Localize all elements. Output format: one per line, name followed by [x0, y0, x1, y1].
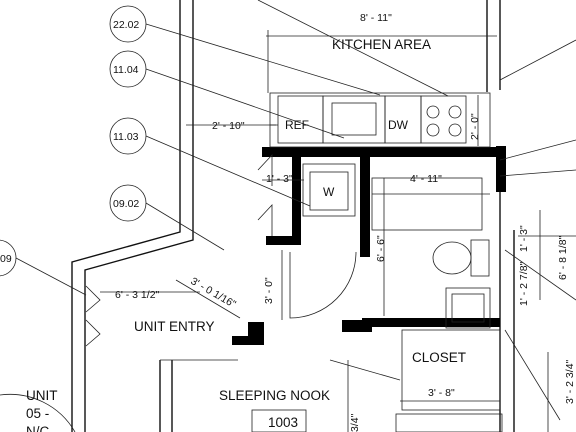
unit-label-line2: 05 - [26, 406, 49, 421]
dim-ref-offset: 2' - 10" [212, 120, 245, 132]
dim-right-d: 3' - 2 3/4" [564, 359, 576, 404]
callout-text-09-02: 09.02 [113, 198, 139, 210]
doors [0, 153, 357, 432]
dim-nook-partial: 3/4" [349, 413, 361, 432]
callout-text-11-03: 11.03 [113, 131, 139, 143]
ref-label: REF [285, 118, 309, 132]
callout-text-11-04: 11.04 [113, 64, 139, 76]
closet-label: CLOSET [412, 350, 466, 365]
dim-closet-width: 3' - 8" [428, 387, 455, 399]
dim-kitchen-width: 8' - 11" [360, 12, 392, 24]
partition-walls [232, 146, 506, 345]
dim-laundry-width: 1' - 3" [266, 173, 293, 185]
leader-lines [257, 0, 576, 421]
dim-counter-depth: 2' - 0" [469, 113, 481, 140]
dw-label: DW [388, 118, 409, 132]
closet-shelf [395, 413, 503, 432]
callout-11-04 [109, 50, 345, 139]
washer-label: W [323, 185, 335, 199]
kitchen-area-label: KITCHEN AREA [332, 37, 431, 52]
dim-right-a: 1' - 2 7/8" [518, 261, 530, 306]
dim-bath-width: 4' - 11" [410, 173, 442, 185]
sleeping-nook-number: 1003 [268, 415, 298, 430]
dimension-lines [100, 30, 576, 432]
sleeping-nook-label: SLEEPING NOOK [219, 388, 330, 403]
dim-bath-depth: 6' - 6" [375, 235, 387, 262]
callout-text-09: 09 [0, 253, 12, 265]
callout-text-22-02: 22.02 [113, 19, 139, 31]
room-number-box [251, 409, 307, 432]
closet-outline [401, 329, 501, 411]
unit-entry-label: UNIT ENTRY [134, 319, 215, 334]
kitchen-counter [269, 92, 491, 148]
shower-area [371, 177, 483, 231]
dim-entry-width: 6' - 3 1/2" [115, 289, 160, 301]
callout-22-02 [109, 5, 381, 96]
callout-09 [0, 239, 87, 296]
unit-label-line3: N/C [26, 424, 50, 432]
washer [302, 163, 356, 217]
dim-right-b: 1' - 3" [518, 225, 530, 252]
dim-entry-diag: 3' - 0 1/16" [189, 275, 239, 311]
callout-09-02 [109, 184, 225, 251]
toilet [432, 239, 490, 277]
sink [445, 287, 491, 329]
dim-door-clear: 3' - 0" [263, 277, 275, 304]
callout-11-03 [109, 117, 311, 207]
dim-right-c: 6' - 8 1/8" [557, 235, 569, 280]
exterior-walls [71, 0, 515, 432]
unit-label-line1: UNIT [26, 388, 58, 403]
